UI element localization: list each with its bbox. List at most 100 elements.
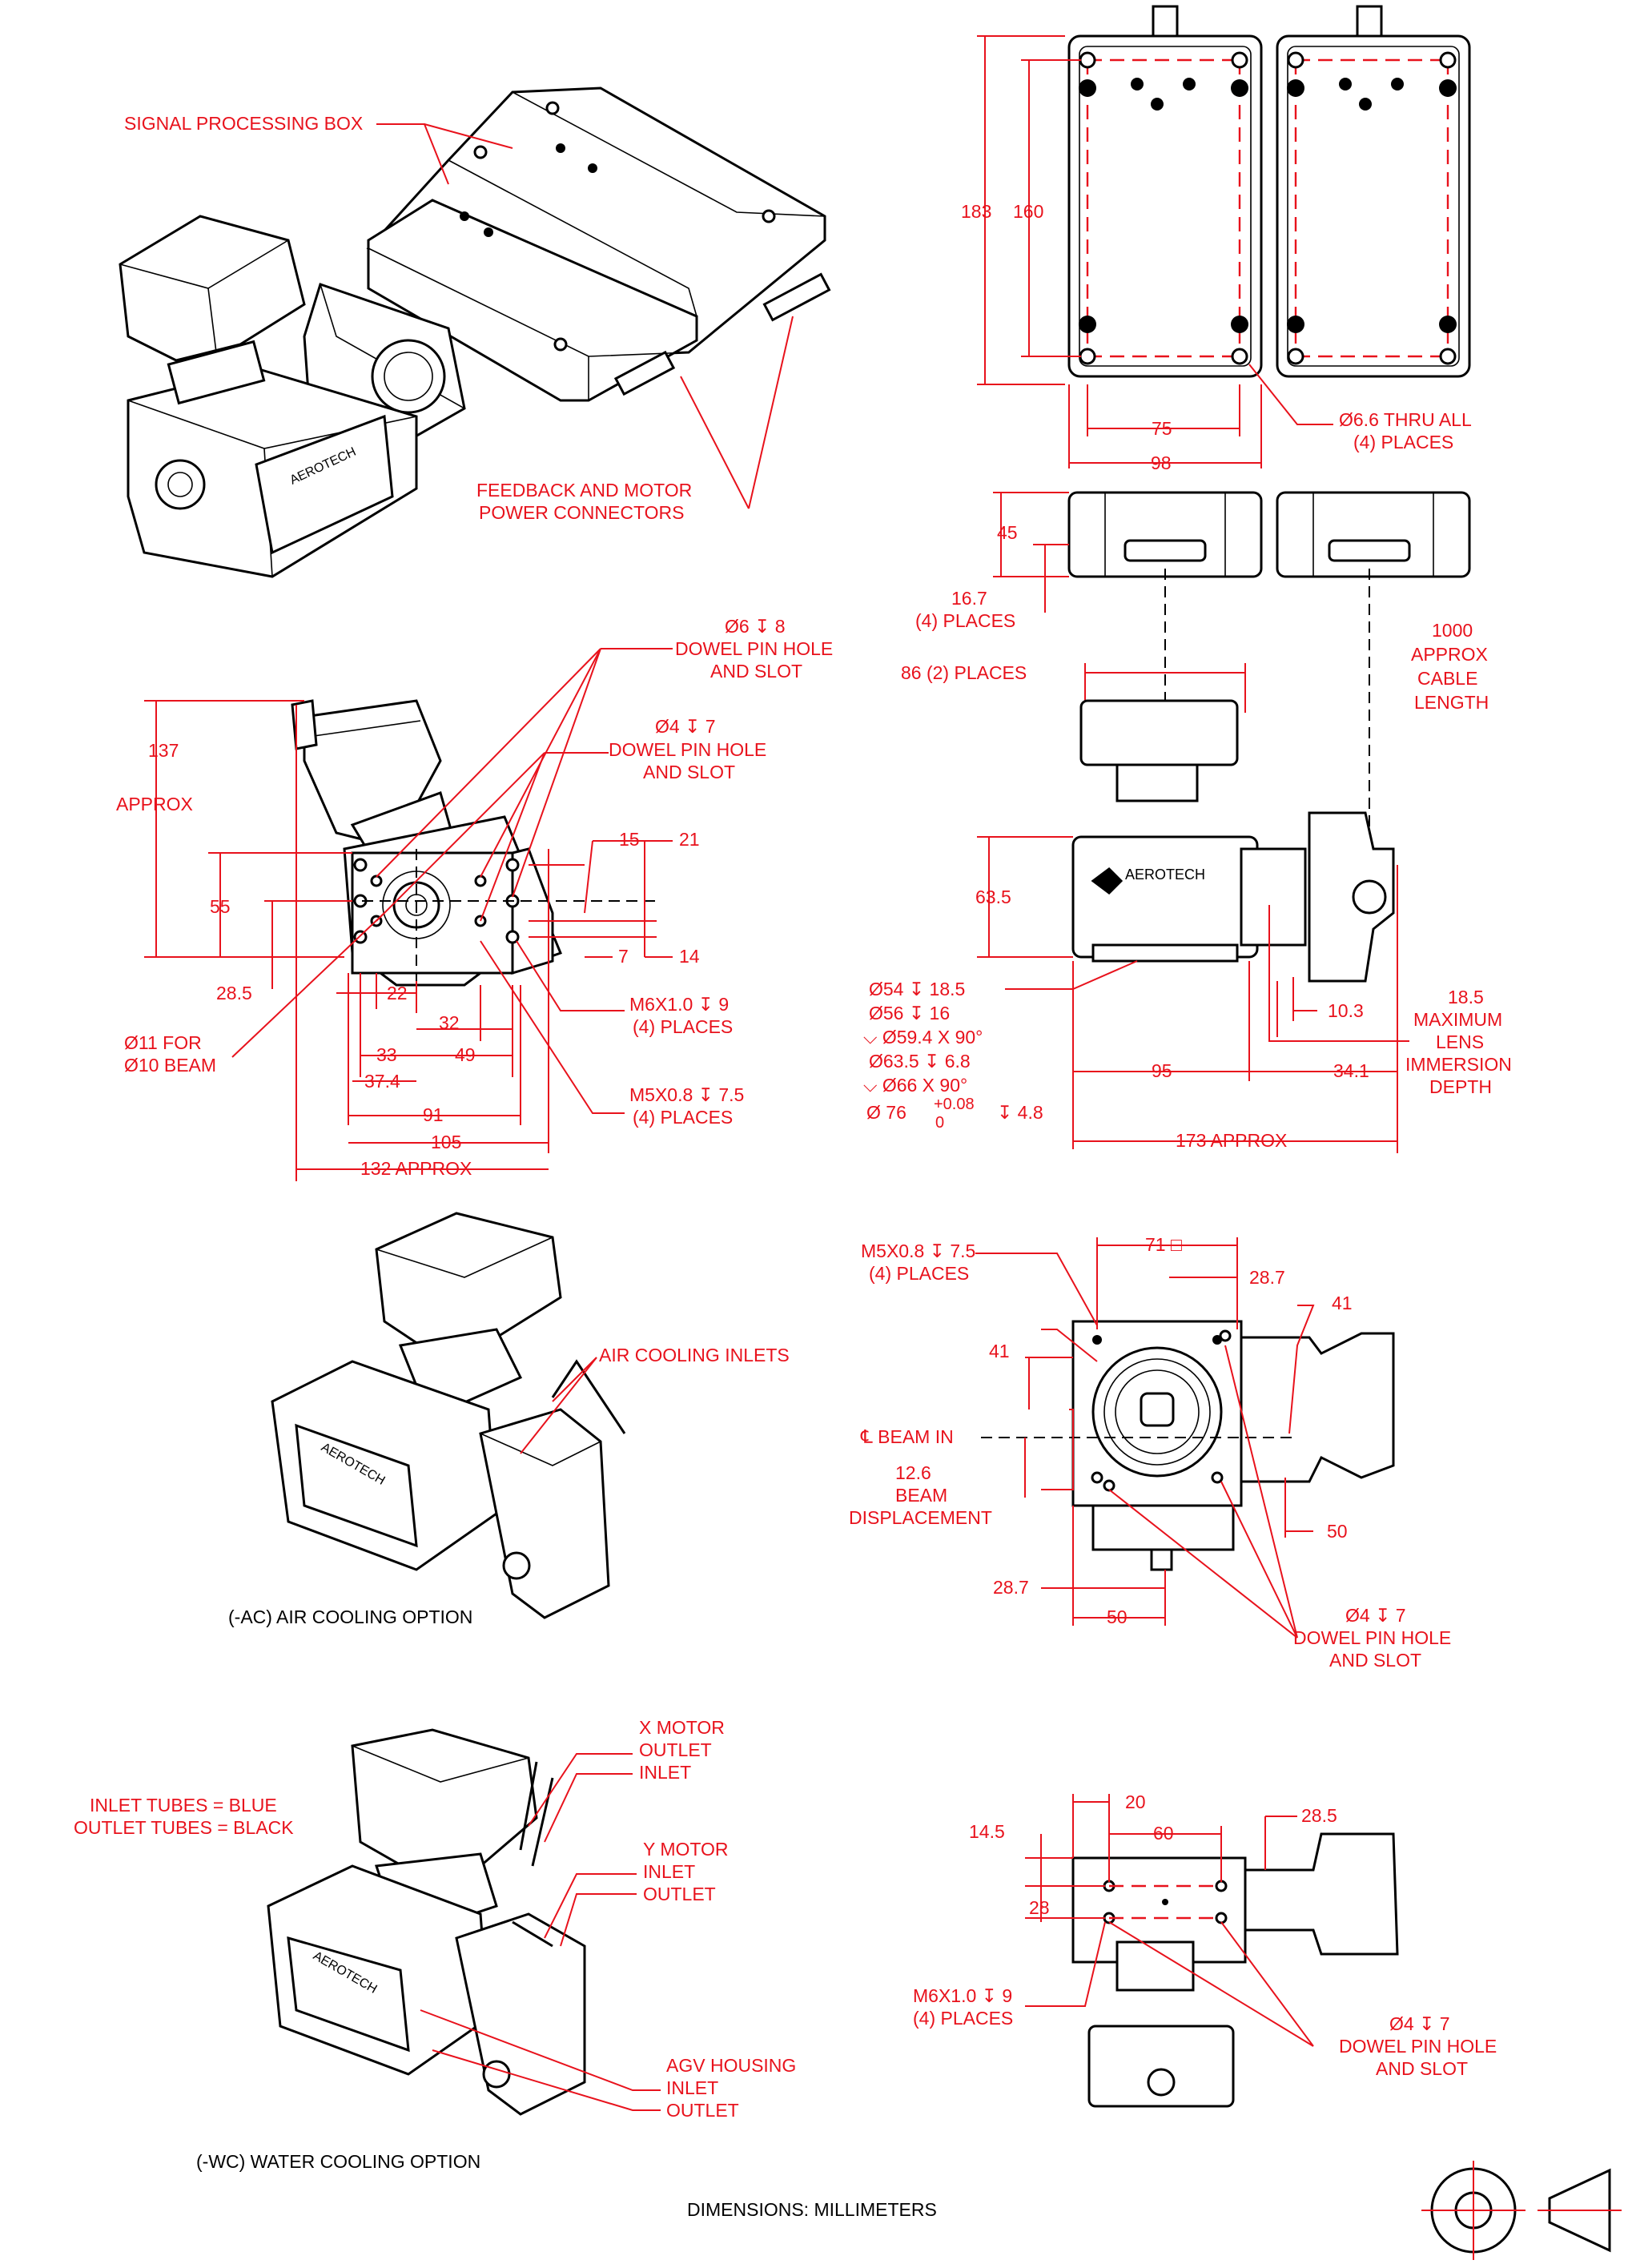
beam-label-1: Ø11 FOR xyxy=(124,1032,202,1053)
dim-14: 14 xyxy=(679,946,700,967)
box-side-view: 45 16.7 (4) PLACES 86 (2) PLACES 1000 AP… xyxy=(901,491,1489,905)
dim-7: 7 xyxy=(618,946,629,967)
tubes-label-1: INLET TUBES = BLUE xyxy=(90,1795,277,1816)
callout-4: Ø63.5 ↧ 6.8 xyxy=(869,1051,971,1072)
callout-2: Ø56 ↧ 16 xyxy=(869,1003,950,1023)
callout-3: ⌵ Ø59.4 X 90° xyxy=(863,1027,983,1048)
dim-37-4: 37.4 xyxy=(364,1071,400,1092)
dim-50-right: 50 xyxy=(1327,1521,1348,1542)
lens-label-2: MAXIMUM xyxy=(1413,1009,1502,1030)
side-m6-1: M6X1.0 ↧ 9 xyxy=(913,1985,1012,2006)
dim-49: 49 xyxy=(455,1044,476,1065)
y-motor-label-1: Y MOTOR xyxy=(643,1839,729,1860)
y-motor-label-3: OUTLET xyxy=(643,1884,716,1904)
bottom-dowel-3: AND SLOT xyxy=(1329,1650,1421,1671)
dim-55: 55 xyxy=(210,896,231,917)
dim-183: 183 xyxy=(961,201,991,222)
dim-34-1: 34.1 xyxy=(1333,1060,1369,1081)
side-m6-2: (4) PLACES xyxy=(913,2008,1013,2029)
beam-in-label: ℄ BEAM IN xyxy=(860,1426,954,1447)
dowel6-label-2: DOWEL PIN HOLE xyxy=(675,638,833,659)
side-dim-60: 60 xyxy=(1153,1823,1174,1844)
m6-label-2: (4) PLACES xyxy=(633,1016,733,1037)
side-dim-20: 20 xyxy=(1125,1791,1146,1812)
x-motor-label-3: INLET xyxy=(639,1762,691,1783)
callout-5: ⌵ Ø66 X 90° xyxy=(863,1075,967,1096)
dim-41-left: 41 xyxy=(989,1341,1010,1361)
dim-41-right: 41 xyxy=(1332,1293,1353,1313)
air-cooling-view: AEROTECH AIR COOLING INLETS (-AC) AIR CO… xyxy=(228,1212,790,1627)
front-view-left: 137 APPROX 55 28.5 15 21 7 14 22 32 33 xyxy=(116,616,833,1181)
dim-105: 105 xyxy=(431,1132,461,1152)
water-caption: (-WC) WATER COOLING OPTION xyxy=(196,2151,480,2172)
callout-tol-lower: 0 xyxy=(935,1114,944,1132)
dim-28-7-top: 28.7 xyxy=(1249,1267,1285,1288)
bottom-dowel-2: DOWEL PIN HOLE xyxy=(1293,1627,1451,1648)
footer: DIMENSIONS: MILLIMETERS xyxy=(687,2161,1622,2260)
dim-33: 33 xyxy=(376,1044,397,1065)
dim-28-7-bottom: 28.7 xyxy=(993,1577,1029,1598)
dim-16-7-places: (4) PLACES xyxy=(915,610,1015,631)
x-motor-label-2: OUTLET xyxy=(639,1739,712,1760)
dowel4-label-1: Ø4 ↧ 7 xyxy=(655,716,716,737)
lens-label-3: LENS xyxy=(1436,1031,1484,1052)
callout-6: Ø 76 xyxy=(866,1102,906,1123)
callout-1: Ø54 ↧ 18.5 xyxy=(869,979,965,999)
cable-label-3: CABLE xyxy=(1417,668,1477,689)
dim-137-approx: APPROX xyxy=(116,794,193,814)
side-view: 20 60 28.5 14.5 28 M6X1.0 ↧ 9 (4) PLACES… xyxy=(913,1791,1497,2108)
dim-10-3: 10.3 xyxy=(1328,1000,1364,1021)
dim-32: 32 xyxy=(439,1012,460,1033)
tubes-label-2: OUTLET TUBES = BLACK xyxy=(74,1817,294,1838)
side-dowel-2: DOWEL PIN HOLE xyxy=(1339,2036,1497,2057)
dim-50-bottom: 50 xyxy=(1107,1606,1128,1627)
units-label: DIMENSIONS: MILLIMETERS xyxy=(687,2199,937,2220)
dowel4-label-3: AND SLOT xyxy=(643,762,735,782)
callout-depth: ↧ 4.8 xyxy=(997,1102,1043,1123)
dim-137: 137 xyxy=(148,740,179,761)
agv-label-3: OUTLET xyxy=(666,2100,739,2121)
air-inlets-label: AIR COOLING INLETS xyxy=(599,1345,790,1365)
side-dim-14-5: 14.5 xyxy=(969,1821,1005,1842)
connectors-label-1: FEEDBACK AND MOTOR xyxy=(476,480,692,501)
dim-86: 86 (2) PLACES xyxy=(901,662,1027,683)
m6-label-1: M6X1.0 ↧ 9 xyxy=(629,994,729,1015)
displacement-label-2: BEAM xyxy=(895,1485,947,1506)
dim-95: 95 xyxy=(1152,1060,1172,1081)
dim-21: 21 xyxy=(679,829,700,850)
dowel4-label-2: DOWEL PIN HOLE xyxy=(609,739,766,760)
dowel6-label-1: Ø6 ↧ 8 xyxy=(725,616,786,637)
m5-label-1: M5X0.8 ↧ 7.5 xyxy=(629,1084,744,1105)
water-cooling-view: AEROTECH X MOTOR OUTLET INLET Y MOTOR IN… xyxy=(74,1717,796,2172)
dim-16-7: 16.7 xyxy=(951,588,987,609)
agv-label-2: INLET xyxy=(666,2077,718,2098)
dim-45: 45 xyxy=(997,522,1018,543)
aerotech-logo-2: AEROTECH xyxy=(1125,867,1205,883)
dim-173: 173 APPROX xyxy=(1176,1130,1287,1151)
projection-symbol xyxy=(1421,2161,1622,2260)
dowel6-label-3: AND SLOT xyxy=(710,661,802,682)
dim-91: 91 xyxy=(423,1104,444,1125)
bottom-m5-label-1: M5X0.8 ↧ 7.5 xyxy=(861,1241,975,1261)
dim-75: 75 xyxy=(1152,418,1172,439)
bottom-view: 71 □ 28.7 41 41 M5X0.8 ↧ 7.5 (4) PLACES … xyxy=(849,1234,1451,1671)
cable-label-2: APPROX xyxy=(1411,644,1488,665)
thru-holes-label-1: Ø6.6 THRU ALL xyxy=(1339,409,1472,430)
y-motor-label-2: INLET xyxy=(643,1861,695,1882)
signal-box-label: SIGNAL PROCESSING BOX xyxy=(124,113,363,134)
lens-label-5: DEPTH xyxy=(1429,1076,1492,1097)
cable-label-4: LENGTH xyxy=(1414,692,1489,713)
iso-top-view: AEROTECH SIGNAL PROCESSING BOX FEEDBACK … xyxy=(119,86,831,578)
side-dim-28-5: 28.5 xyxy=(1301,1805,1337,1826)
thru-holes-label-2: (4) PLACES xyxy=(1353,432,1453,452)
side-dim-28: 28 xyxy=(1029,1897,1050,1918)
dim-132: 132 APPROX xyxy=(360,1158,472,1179)
x-motor-label-1: X MOTOR xyxy=(639,1717,725,1738)
callout-tol-upper: +0.08 xyxy=(934,1096,975,1113)
dim-28-5: 28.5 xyxy=(216,983,252,1003)
dim-71: 71 □ xyxy=(1145,1234,1182,1255)
side-dowel-3: AND SLOT xyxy=(1376,2058,1468,2079)
beam-label-2: Ø10 BEAM xyxy=(124,1055,216,1076)
displacement-label-1: 12.6 xyxy=(895,1462,931,1483)
